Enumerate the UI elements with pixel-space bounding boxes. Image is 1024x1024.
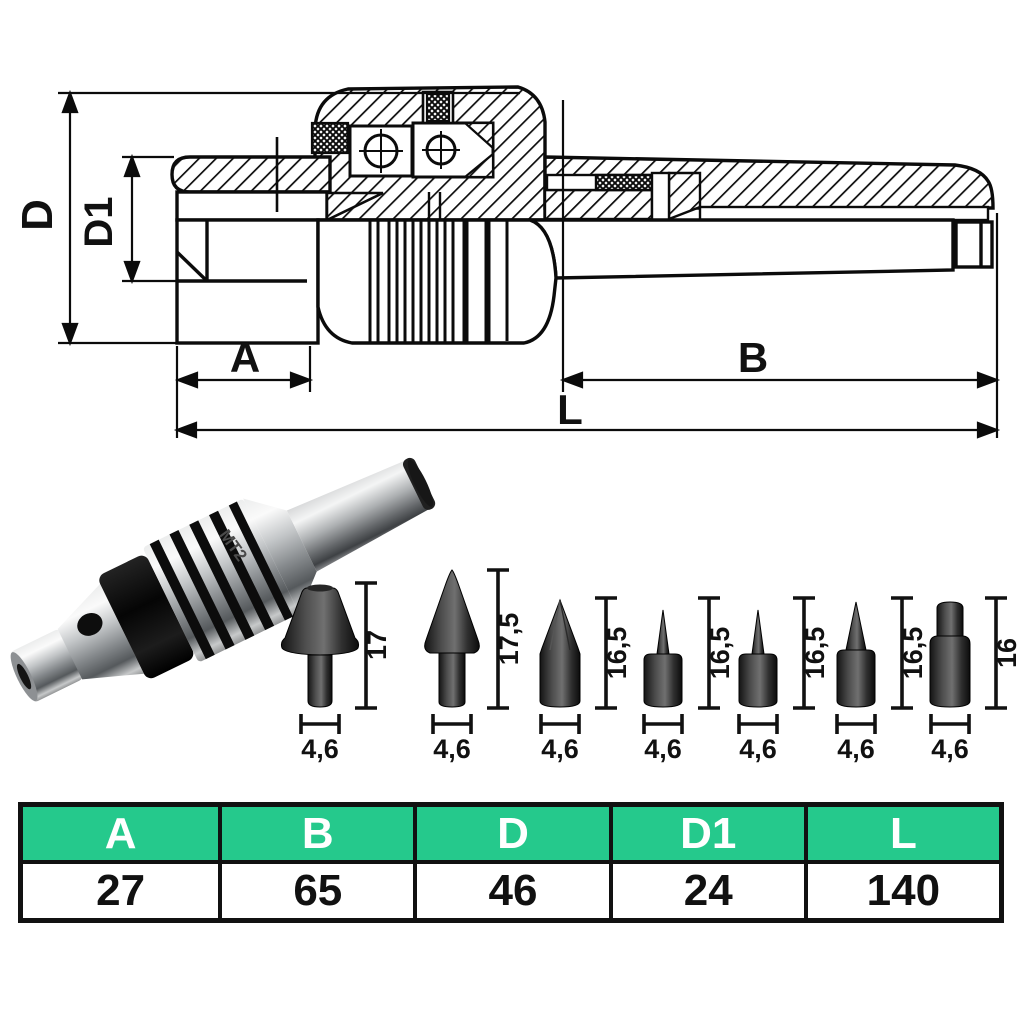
dim-label-d1: D1: [77, 196, 121, 247]
tip-height-label: 16,5: [705, 627, 735, 680]
tip-width-label: 4,6: [301, 734, 339, 764]
shank-end-cap: [407, 459, 434, 507]
tip-dimensions: [642, 596, 720, 734]
taper-shank: [286, 459, 431, 572]
body-shoulder: [243, 498, 317, 614]
spec-value-l: 140: [803, 864, 999, 918]
tip-height-label: 16,5: [602, 627, 632, 680]
spec-header-d1: D1: [608, 807, 804, 864]
spec-header-b: B: [218, 807, 414, 864]
dim-label-b: B: [738, 334, 768, 381]
product-photo: MT2: [10, 457, 436, 702]
dim-label-l: L: [557, 386, 583, 433]
spec-value-b: 65: [218, 864, 414, 918]
tip-width-label: 4,6: [931, 734, 969, 764]
tip-dimensions: [737, 596, 815, 734]
bearing-section: [310, 90, 495, 220]
spec-value-a: 27: [23, 864, 219, 918]
tip-height-label: 17: [362, 630, 392, 660]
technical-drawing: D D1 A B L: [13, 85, 1001, 439]
nose-cone: [57, 583, 144, 680]
tip-small-point: 16,5 4,6: [737, 596, 830, 764]
body-ring-grooves: [149, 501, 293, 660]
side-hole: [77, 613, 103, 636]
tip-height-label: 16,5: [898, 627, 928, 680]
tip-dimensions: [539, 596, 617, 734]
tip-dimensions: [299, 581, 377, 734]
tip-height-label: 16: [992, 638, 1022, 668]
spec-header-d: D: [413, 807, 609, 864]
tip-dimensions: [929, 596, 1007, 734]
tip-width-label: 4,6: [837, 734, 875, 764]
spec-value-d: 46: [413, 864, 609, 918]
tip-dimensions: [835, 596, 913, 734]
tip-small-point: 16,5 4,6: [642, 596, 735, 764]
tip-width-label: 4,6: [541, 734, 579, 764]
tip-width-label: 4,6: [433, 734, 471, 764]
spec-value-d1: 24: [608, 864, 804, 918]
rubber-ring: [99, 555, 194, 679]
tip-dimensions: [431, 568, 509, 734]
spec-table: A B D D1 L 27 65 46 24 140: [18, 802, 1004, 923]
part-cross-section: [170, 85, 995, 345]
center-bore-hole: [16, 663, 32, 690]
tip-width-label: 4,6: [644, 734, 682, 764]
dimension-lines: [58, 89, 1001, 439]
tip-width-label: 4,6: [739, 734, 777, 764]
tip-sharp-cone: 17,5 4,6: [424, 568, 524, 764]
collar-grooves: [368, 221, 509, 342]
dim-label-d: D: [13, 199, 62, 231]
tip-stepped-cylinder: 16 4,6: [929, 596, 1022, 764]
dim-label-a: A: [230, 334, 260, 381]
spec-header-a: A: [23, 807, 219, 864]
tip-flat-cone: 17 4,6: [280, 581, 392, 764]
tip-height-label: 17,5: [494, 613, 524, 666]
spec-header-l: L: [803, 807, 999, 864]
tip-height-label: 16,5: [800, 627, 830, 680]
tip-needle-point: 16,5 4,6: [835, 596, 928, 764]
tip-bullet-point: 16,5 4,6: [539, 596, 632, 764]
